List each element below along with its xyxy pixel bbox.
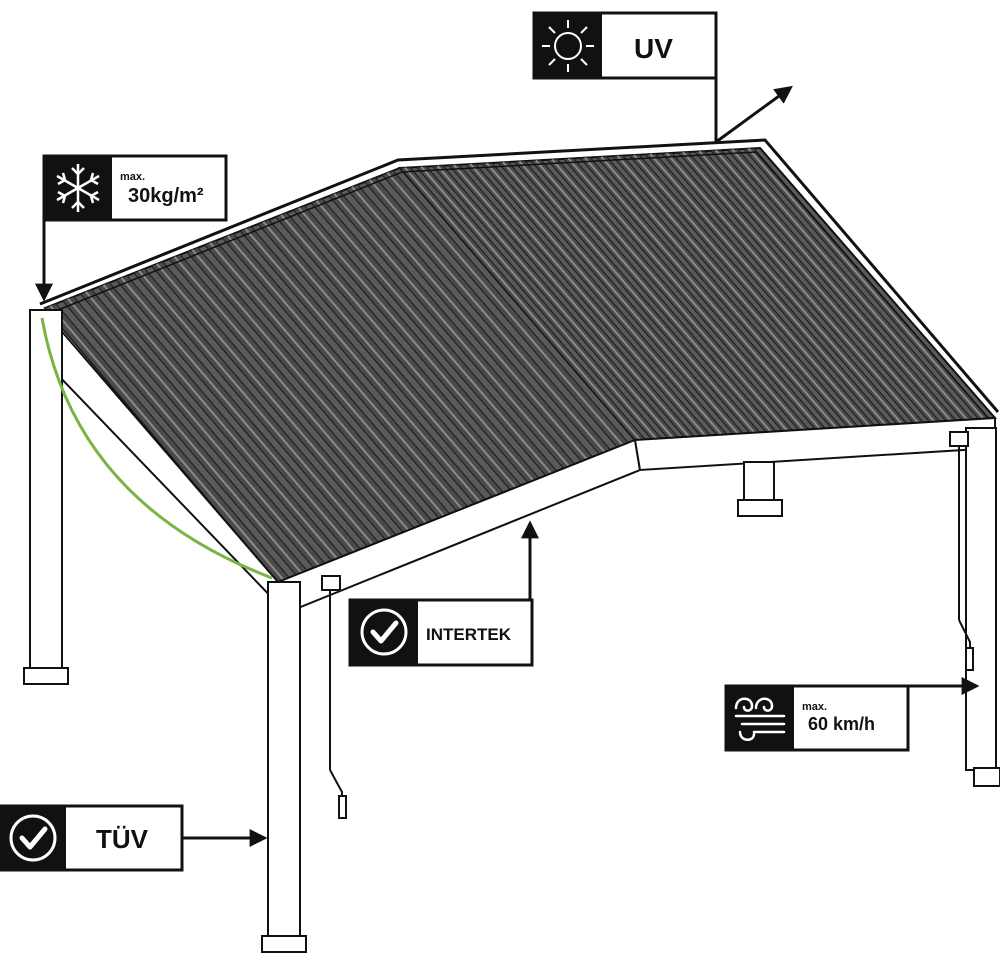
roof-right-slat-highlight <box>633 154 870 427</box>
snow-load-badge: max. 30kg/m² <box>42 154 228 222</box>
roof-left-slat-highlight <box>244 228 481 503</box>
roof-left-slat-highlight <box>138 270 374 546</box>
roof-right-slat-highlight <box>485 162 723 436</box>
roof-left-slat-highlight <box>120 277 356 553</box>
roof-left-slat-highlight <box>315 200 552 475</box>
snowflake-icon <box>56 164 100 212</box>
roof-right-slat-highlight <box>469 163 707 437</box>
roof-left-slat-highlight <box>369 179 606 453</box>
posts <box>23 309 1000 953</box>
uv-label: UV <box>634 33 673 64</box>
roof-left-slat-highlight <box>262 221 499 496</box>
snow-load-value: 30kg/m² <box>128 185 204 207</box>
roof-left-slat-highlight <box>156 263 392 538</box>
louvered-roof <box>39 138 1000 584</box>
power-cable <box>40 317 273 580</box>
roof-right-slat-highlight <box>649 153 887 426</box>
roof-right-slat-highlight <box>616 155 854 428</box>
post-front-left <box>267 581 301 939</box>
roof-right-slat-highlight <box>698 150 936 423</box>
roof-right-slat-highlight <box>731 148 968 421</box>
roof-ridge-frame-inner <box>47 151 991 421</box>
tuv-label: TÜV <box>96 824 149 854</box>
roof-left-slat-highlight <box>333 193 570 467</box>
roof-ridge-frame <box>39 138 1000 413</box>
roof-left-slat-highlight <box>85 291 320 567</box>
intertek-label: INTERTEK <box>426 625 512 644</box>
roof-right-slat-highlight <box>535 159 772 433</box>
roof-right-slat-highlight <box>502 161 739 435</box>
roof-left-slat-highlight <box>191 249 427 524</box>
motor-box-left <box>321 575 341 591</box>
frame-beams <box>43 308 996 610</box>
uv-badge: UV <box>532 11 718 80</box>
roof-right-slat-highlight <box>453 164 690 438</box>
motor-box-right <box>949 431 969 447</box>
roof-right-slat-highlight <box>404 167 641 441</box>
control-handle-left <box>338 795 347 819</box>
roof-right-slat-highlight <box>420 166 658 440</box>
roof-left-slat-highlight <box>209 242 445 517</box>
roof-right-slat-highlight <box>715 149 952 422</box>
roof-right-slat-highlight <box>747 147 985 420</box>
roof-right-slat-highlight <box>665 152 903 425</box>
roof-right-slat-highlight <box>584 157 821 430</box>
motor-right <box>949 431 974 671</box>
control-handle-right <box>965 647 974 671</box>
post-front-right <box>965 427 997 771</box>
uv-arrow <box>715 85 793 144</box>
post-base-front-right <box>973 767 1000 787</box>
roof-left-slat-highlight <box>227 235 463 510</box>
wind-prefix: max. <box>802 701 827 713</box>
roof-left-slat-highlight <box>280 214 517 489</box>
roof-left-slat-highlight <box>67 298 302 574</box>
callout-arrows <box>35 78 980 847</box>
roof-right-slat-highlight <box>682 151 919 424</box>
motor-left <box>321 575 347 819</box>
roof-right-slat-highlight <box>567 157 805 431</box>
post-back-middle <box>743 461 775 507</box>
post-base-back-middle <box>737 499 783 517</box>
post-base-front-left <box>261 935 307 953</box>
roof-right-slat-highlight <box>551 158 788 432</box>
roof-left-slat-highlight <box>351 186 588 460</box>
roof-left-slat-highlight <box>49 305 285 581</box>
intertek-badge: INTERTEK <box>348 598 534 667</box>
roof-left-slat-highlight <box>102 284 338 560</box>
snow-load-prefix: max. <box>120 171 145 183</box>
roof-slats-left <box>44 170 630 583</box>
post-base-back-left <box>23 667 69 685</box>
tuv-badge: TÜV <box>0 804 184 872</box>
post-back-left <box>29 309 63 669</box>
roof-slats-right <box>398 147 990 441</box>
roof-right-slat-highlight <box>518 160 756 434</box>
roof-right-slat-highlight <box>600 156 838 429</box>
wind-value: 60 km/h <box>808 714 875 734</box>
wind-badge: max. 60 km/h <box>724 684 910 752</box>
roof-left-slat-highlight <box>173 256 410 531</box>
checkmark-icon <box>9 814 57 862</box>
checkmark-icon <box>360 608 408 656</box>
sun-icon <box>542 20 594 72</box>
roof-left-slat-highlight <box>386 172 624 446</box>
roof-right-slat-highlight <box>436 165 674 439</box>
wind-icon <box>734 697 786 741</box>
roof-left-slat-highlight <box>298 207 535 482</box>
